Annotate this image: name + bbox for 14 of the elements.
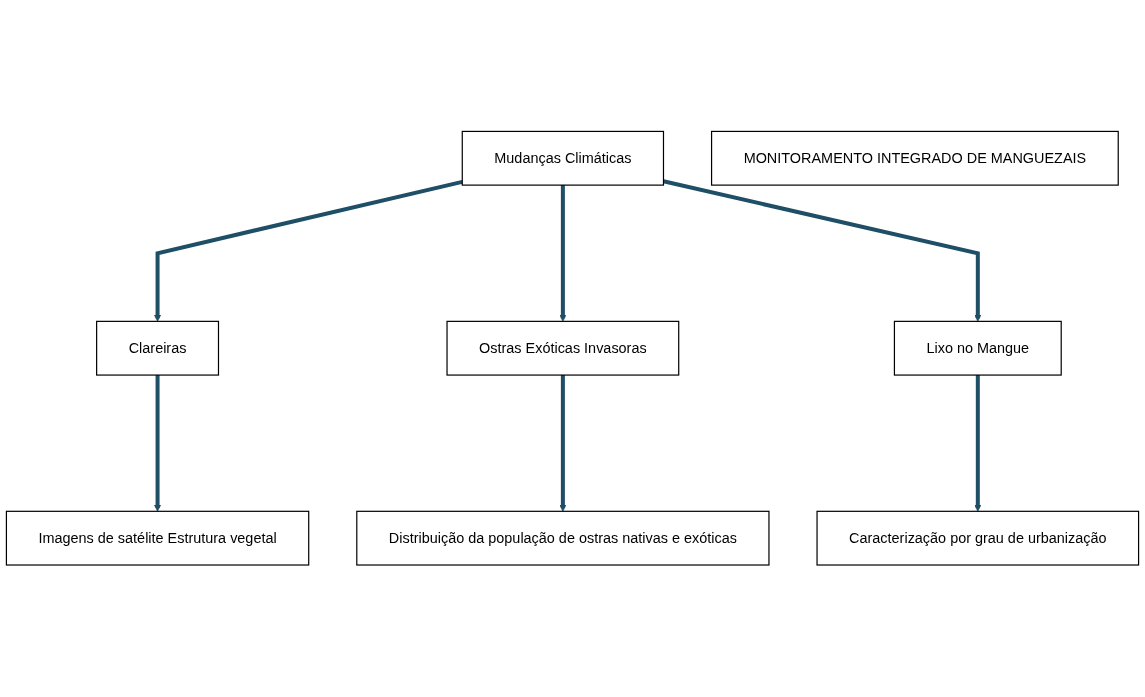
node-box: Mudanças Climáticas [461, 131, 665, 186]
node-box: Lixo no Mangue [893, 321, 1062, 376]
node-box: Clareiras [96, 321, 220, 376]
arrow [154, 180, 463, 322]
node-box: Distribuição da população de ostras nativas e exóticas [356, 511, 770, 566]
node-box: Ostras Exóticas Invasoras [446, 321, 680, 376]
arrow [559, 375, 567, 512]
arrow [974, 375, 982, 512]
node-box: Caracterização por grau de urbanização [816, 511, 1140, 566]
arrow [663, 179, 982, 322]
arrow [154, 375, 162, 512]
arrow [559, 185, 567, 322]
node-box: MONITORAMENTO INTEGRADO DE MANGUEZAIS [710, 131, 1119, 186]
node-box: Imagens de satélite Estrutura vegetal [5, 511, 310, 566]
